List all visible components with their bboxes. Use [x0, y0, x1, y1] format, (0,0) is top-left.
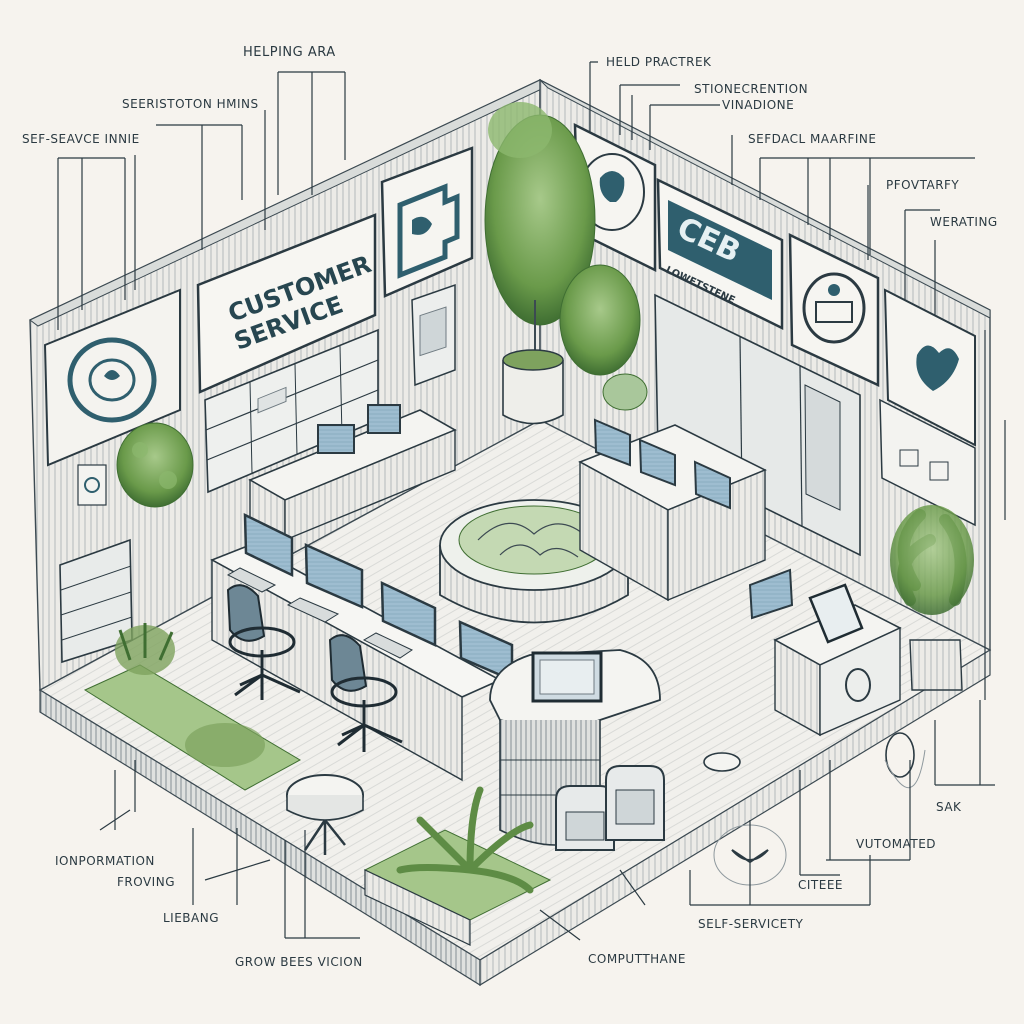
office-chair-2 — [328, 634, 403, 752]
label-self-service-left: SEF-SEAVCE INNIE — [22, 132, 140, 146]
circle-panel-sign — [788, 232, 880, 387]
atm-machine-2 — [605, 765, 665, 841]
back-counter-right — [578, 418, 767, 602]
annotation-leaders — [57, 61, 1006, 941]
monitor-1 — [226, 512, 294, 593]
self-service-kiosk-right — [773, 583, 902, 737]
planter-bed-front — [363, 786, 552, 946]
label-sefdacl: SEFDACL MAARFINE — [748, 132, 877, 146]
floor-oval-mark — [884, 732, 926, 789]
label-stionecrention: STIONECRENTION — [694, 82, 809, 96]
back-counter-left — [248, 404, 457, 542]
label-held-practrek: HELD PRACTREK — [606, 55, 712, 69]
label-seeristoton: SEERISTOTON HMINS — [122, 97, 259, 111]
monitor-2 — [286, 543, 364, 623]
label-froving: FROVING — [117, 875, 175, 889]
hanging-plant-left — [116, 422, 194, 508]
label-saki: SAK — [936, 800, 962, 814]
label-computhane: COMPUTTHANE — [588, 952, 686, 966]
label-automated: VUTOMATED — [856, 837, 937, 851]
label-self-servicety: SELF-SERVICETY — [698, 917, 804, 931]
emblem-sign-left — [43, 288, 181, 467]
label-liebang: LIEBANG — [163, 911, 220, 925]
label-vinadione: VINADIONE — [722, 98, 795, 112]
label-provtarfy: PFOVTARFY — [886, 178, 960, 192]
small-wall-icon — [77, 464, 107, 506]
puzzle-sign — [380, 146, 474, 298]
label-verating: WERATING — [930, 215, 998, 229]
wall-shelving — [204, 328, 379, 494]
potted-plant-right — [890, 505, 974, 691]
kiosk-screen-small — [748, 568, 794, 620]
ceb-sign: CEB LOWETSTENE — [656, 177, 784, 331]
planter-bed-left — [83, 623, 302, 791]
label-grow-bees: GROW BEES VICION — [235, 955, 363, 969]
label-information: IONPORMATION — [55, 854, 155, 868]
monitor-3 — [362, 581, 437, 659]
small-wall-panel-right — [879, 398, 976, 527]
office-chair-1 — [226, 584, 301, 700]
display-cabinet-right — [654, 293, 861, 557]
potted-tree-back — [484, 102, 641, 425]
label-helping-area: HELPING ARA — [243, 45, 336, 60]
heart-sign — [883, 288, 976, 447]
round-stool — [286, 774, 364, 855]
label-citeee: CITEEE — [798, 878, 843, 892]
small-potted-plant-back — [602, 373, 648, 411]
small-side-table — [703, 752, 741, 772]
wall-display-case — [411, 283, 456, 387]
